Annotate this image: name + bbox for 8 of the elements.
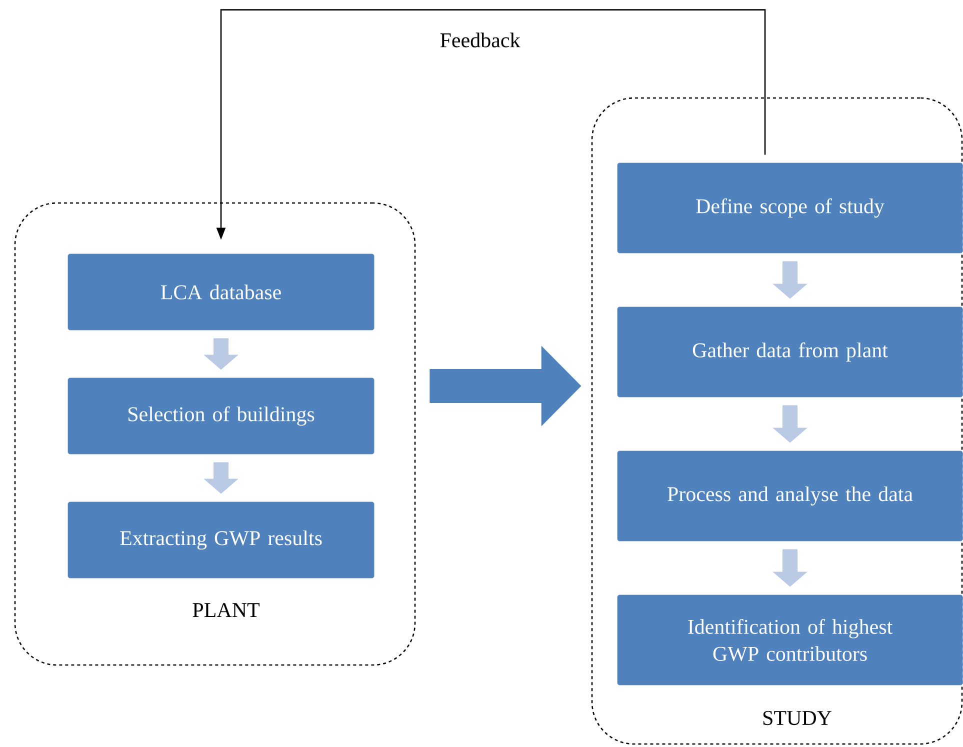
process-box: Identification of highest GWP contributors [617,594,963,686]
process-box: Selection of buildings [68,378,374,454]
edge-label: Feedback [440,32,520,48]
process-box: Define scope of study [617,162,963,254]
process-box: Process and analyse the data [617,450,963,542]
process-box: Extracting GWP results [68,502,374,578]
process-box: Gather data from plant [617,306,963,398]
process-box: LCA database [68,254,374,330]
